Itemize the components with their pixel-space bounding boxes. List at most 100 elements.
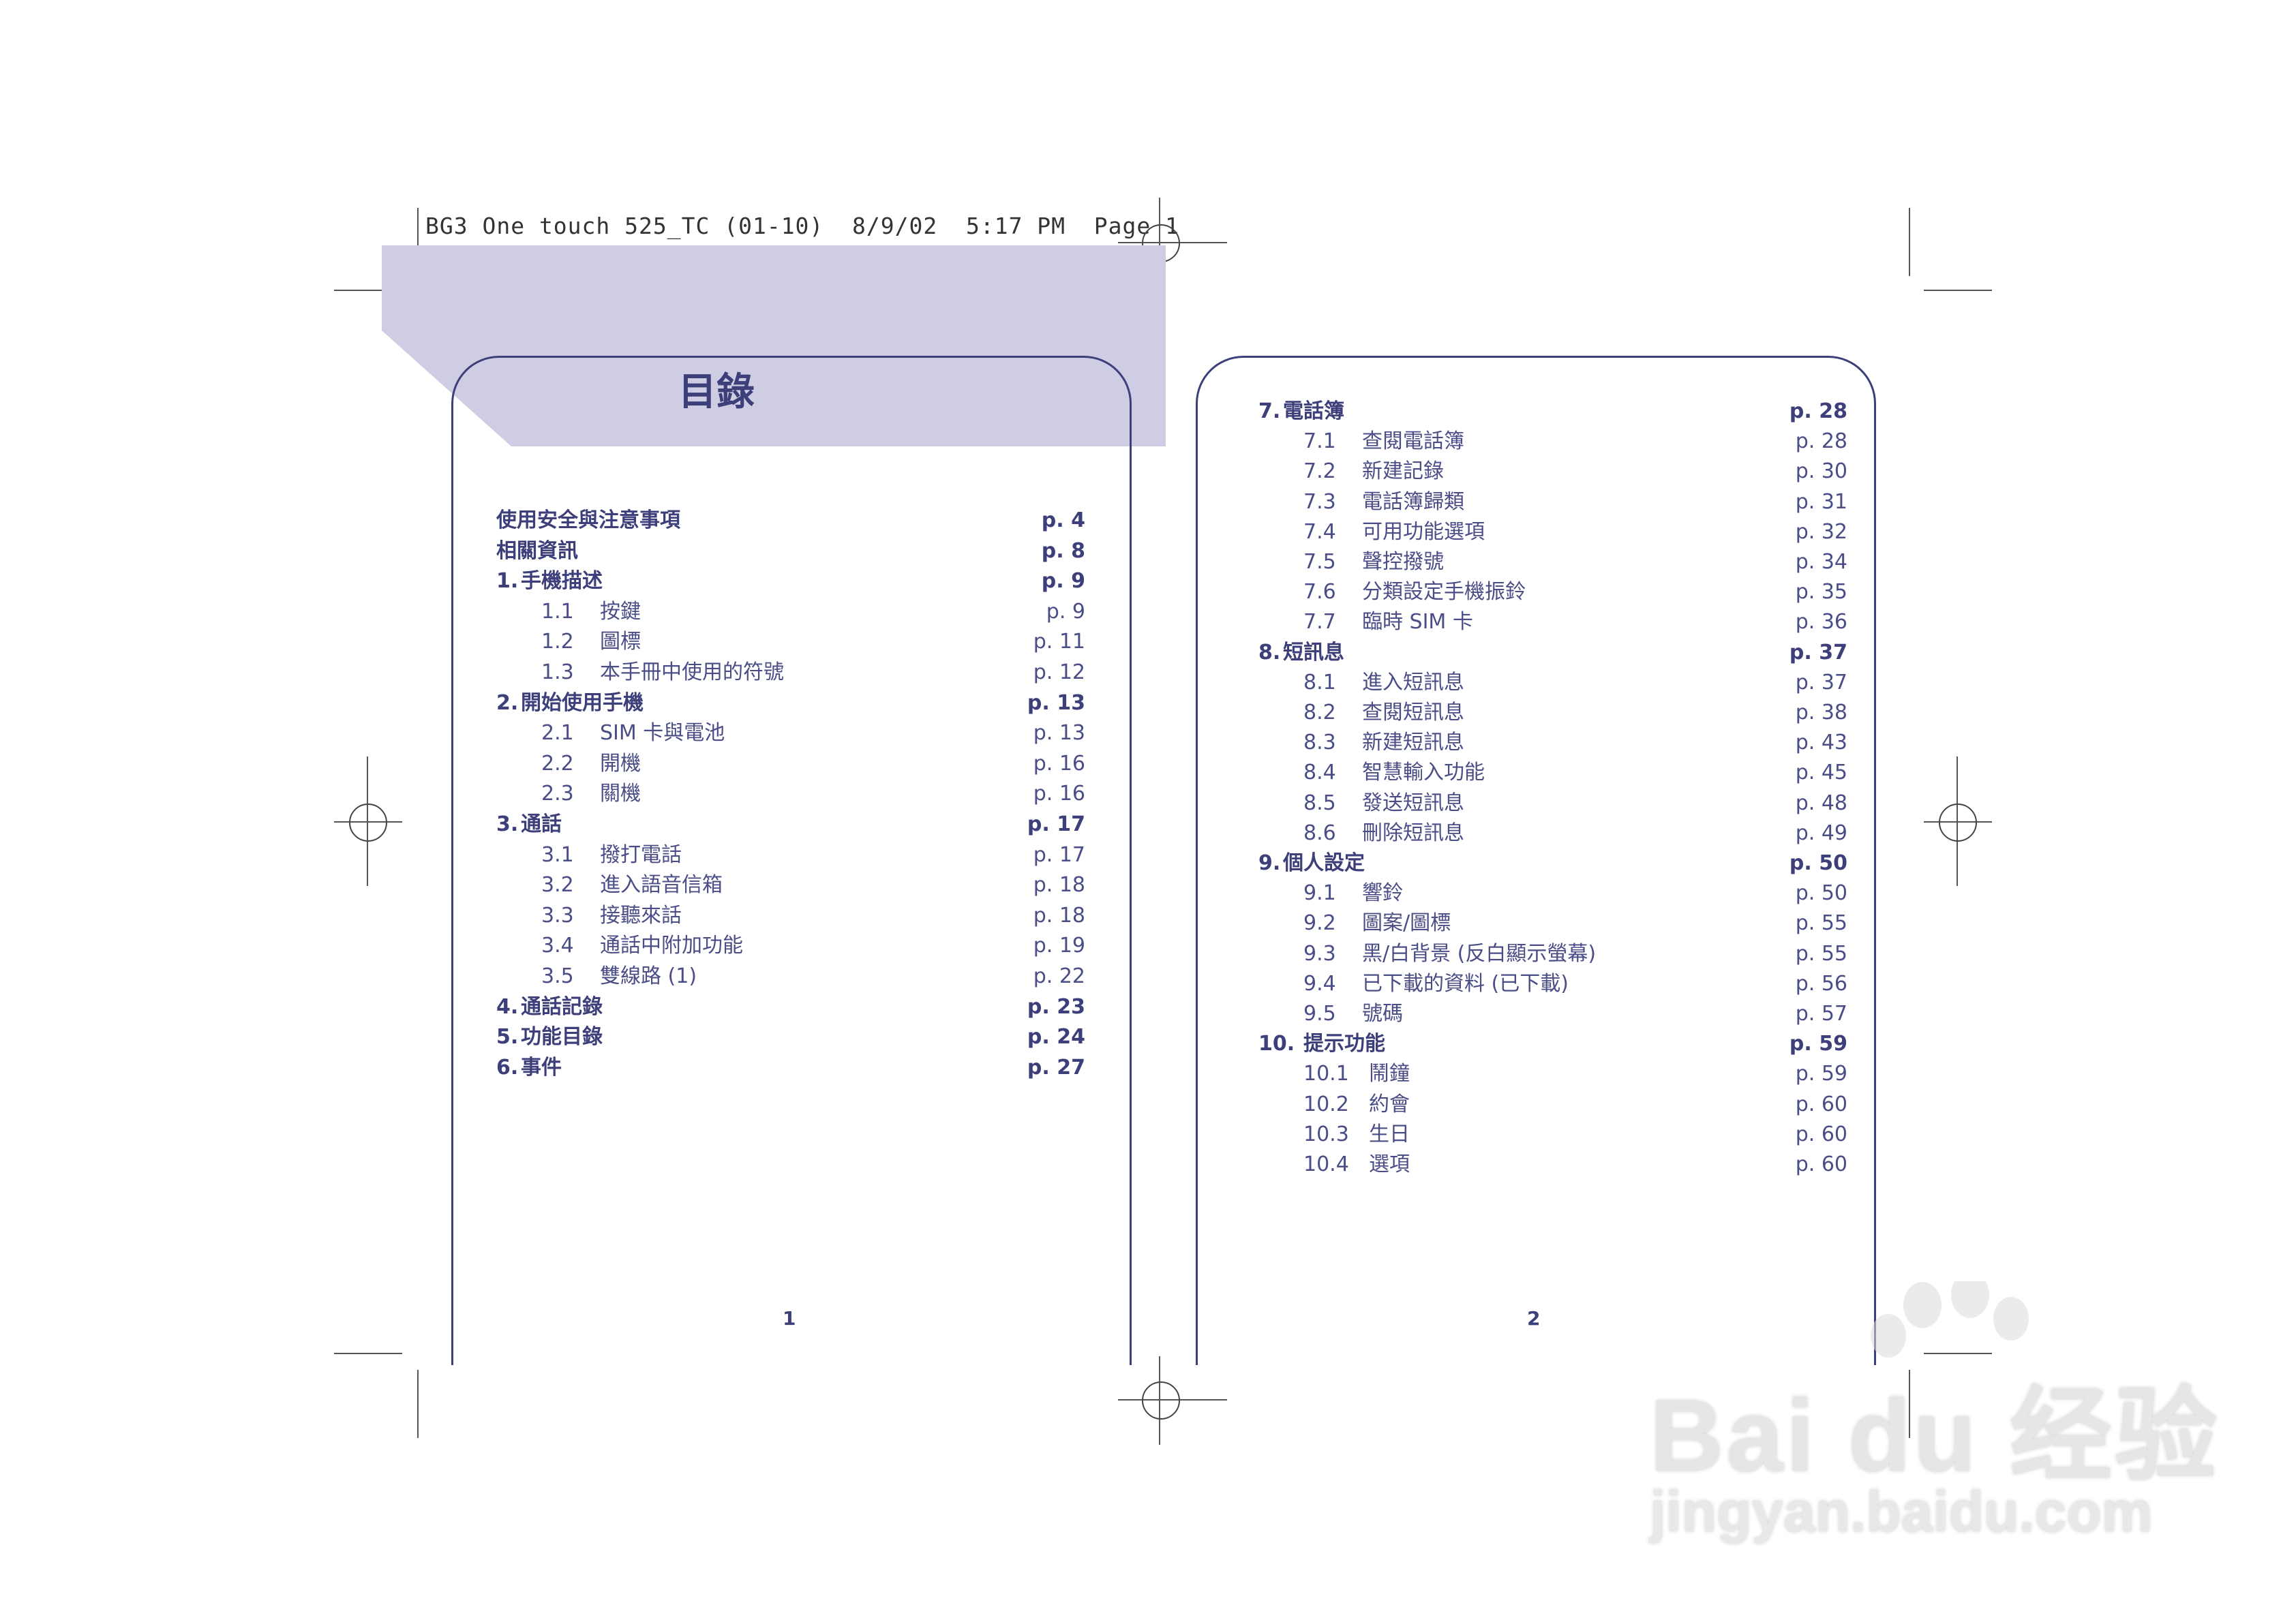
toc-entry-page: p. 45 [1795,761,1847,785]
toc-entry-label: 電話簿歸類 [1362,489,1464,514]
toc-entry-number: 1.1 [541,599,574,624]
toc-entry-label: 約會 [1369,1092,1410,1116]
toc-entry-page: p. 60 [1795,1122,1847,1146]
toc-entry-label: 短訊息 [1283,640,1344,664]
toc-entry-page: p. 37 [1789,640,1847,664]
toc-entry-label: 通話 [521,812,562,836]
toc-entry-label: 通話中附加功能 [600,934,743,958]
toc-entry-label: 接聽來話 [600,903,682,928]
toc-entry-number: 3.4 [541,934,574,958]
toc-entry-label: 提示功能 [1303,1032,1385,1056]
toc-entry-number: 9.1 [1303,881,1336,906]
toc-entry: 8.短訊息 p. 37 [1258,638,1847,668]
toc-entry-number: 1.2 [541,630,574,654]
toc-entry-page: p. 60 [1795,1092,1847,1116]
toc-entry-page: p. 17 [1027,812,1085,836]
toc-entry-label: 個人設定 [1283,851,1365,875]
left-page-frame [451,356,1132,1365]
toc-entry-page: p. 36 [1795,610,1847,634]
toc-entry-number: 2.2 [541,751,574,776]
toc-entry-number: 8.4 [1303,761,1336,785]
toc-entry-page: p. 9 [1046,599,1085,624]
toc-entry-label: 生日 [1369,1122,1410,1146]
toc-entry-page: p. 16 [1033,751,1085,776]
toc-entry-page: p. 18 [1033,903,1085,928]
toc-entry-number: 10.3 [1303,1122,1349,1146]
toc-entry-label: 聲控撥號 [1362,550,1444,574]
toc-entry-page: p. 59 [1789,1032,1847,1056]
toc-entry-page: p. 57 [1795,1002,1847,1026]
toc-entry-label: 發送短訊息 [1362,791,1464,815]
toc-entry-page: p. 43 [1795,731,1847,755]
toc-entry-label: 分類設定手機振鈴 [1362,580,1526,605]
toc-entry: 7.7 臨時 SIM 卡 p. 36 [1258,607,1847,637]
toc-entry-page: p. 60 [1795,1152,1847,1176]
toc-entry-label: 進入語音信箱 [600,873,723,898]
toc-entry-label: 手機描述 [521,569,603,594]
toc-entry-page: p. 28 [1789,399,1847,423]
toc-entry-number: 8.2 [1303,701,1336,724]
toc-entry-label: 圖標 [600,630,641,654]
toc-entry-page: p. 17 [1033,842,1085,867]
toc-entry-number: 6. [496,1055,519,1080]
toc-entry-page: p. 37 [1795,670,1847,694]
print-slug: BG3 One touch 525_TC (01-10) 8/9/02 5:17… [425,213,1179,239]
toc-entry-page: p. 18 [1033,873,1085,898]
toc-entry-number: 7.6 [1303,580,1336,605]
toc-entry-label: 按鍵 [600,599,641,624]
toc-entry-number: 8.5 [1303,791,1336,815]
toc-entry-number: 9. [1258,851,1281,875]
toc-entry-label: 黑/白背景 (反白顯示螢幕) [1362,941,1597,966]
toc-entry-label: SIM 卡與電池 [600,721,725,746]
toc-entry-page: p. 50 [1795,881,1847,906]
toc-entry-number: 2.1 [541,721,574,746]
toc-entry-label: 開始使用手機 [521,690,644,715]
toc-entry-label: 臨時 SIM 卡 [1362,610,1473,634]
toc-entry-label: 雙線路 (1) [600,964,697,988]
toc-entry-label: 可用功能選項 [1362,519,1485,544]
toc-entry-number: 3.5 [541,964,574,988]
toc-entry-label: 本手冊中使用的符號 [600,660,784,684]
toc-entry: 1.2 圖標 p. 11 [496,627,1085,657]
toc-entry-number: 7.7 [1303,610,1336,634]
toc-entry-label: 刪除短訊息 [1362,821,1464,845]
toc-entry-page: p. 9 [1041,569,1085,594]
toc-entry-page: p. 23 [1027,994,1085,1019]
toc-entry-page: p. 11 [1033,630,1085,654]
toc-entry-page: p. 30 [1795,459,1847,484]
toc-entry-label: 電話簿 [1283,399,1344,423]
page-title: 目錄 [678,370,755,414]
toc-entry-label: 事件 [521,1055,562,1080]
toc-entry-label: 圖案/圖標 [1362,911,1451,936]
toc-entry-number: 8.3 [1303,731,1336,755]
toc-entry-number: 2. [496,690,519,715]
header-band [382,245,1166,446]
toc-entry-number: 8. [1258,640,1281,664]
